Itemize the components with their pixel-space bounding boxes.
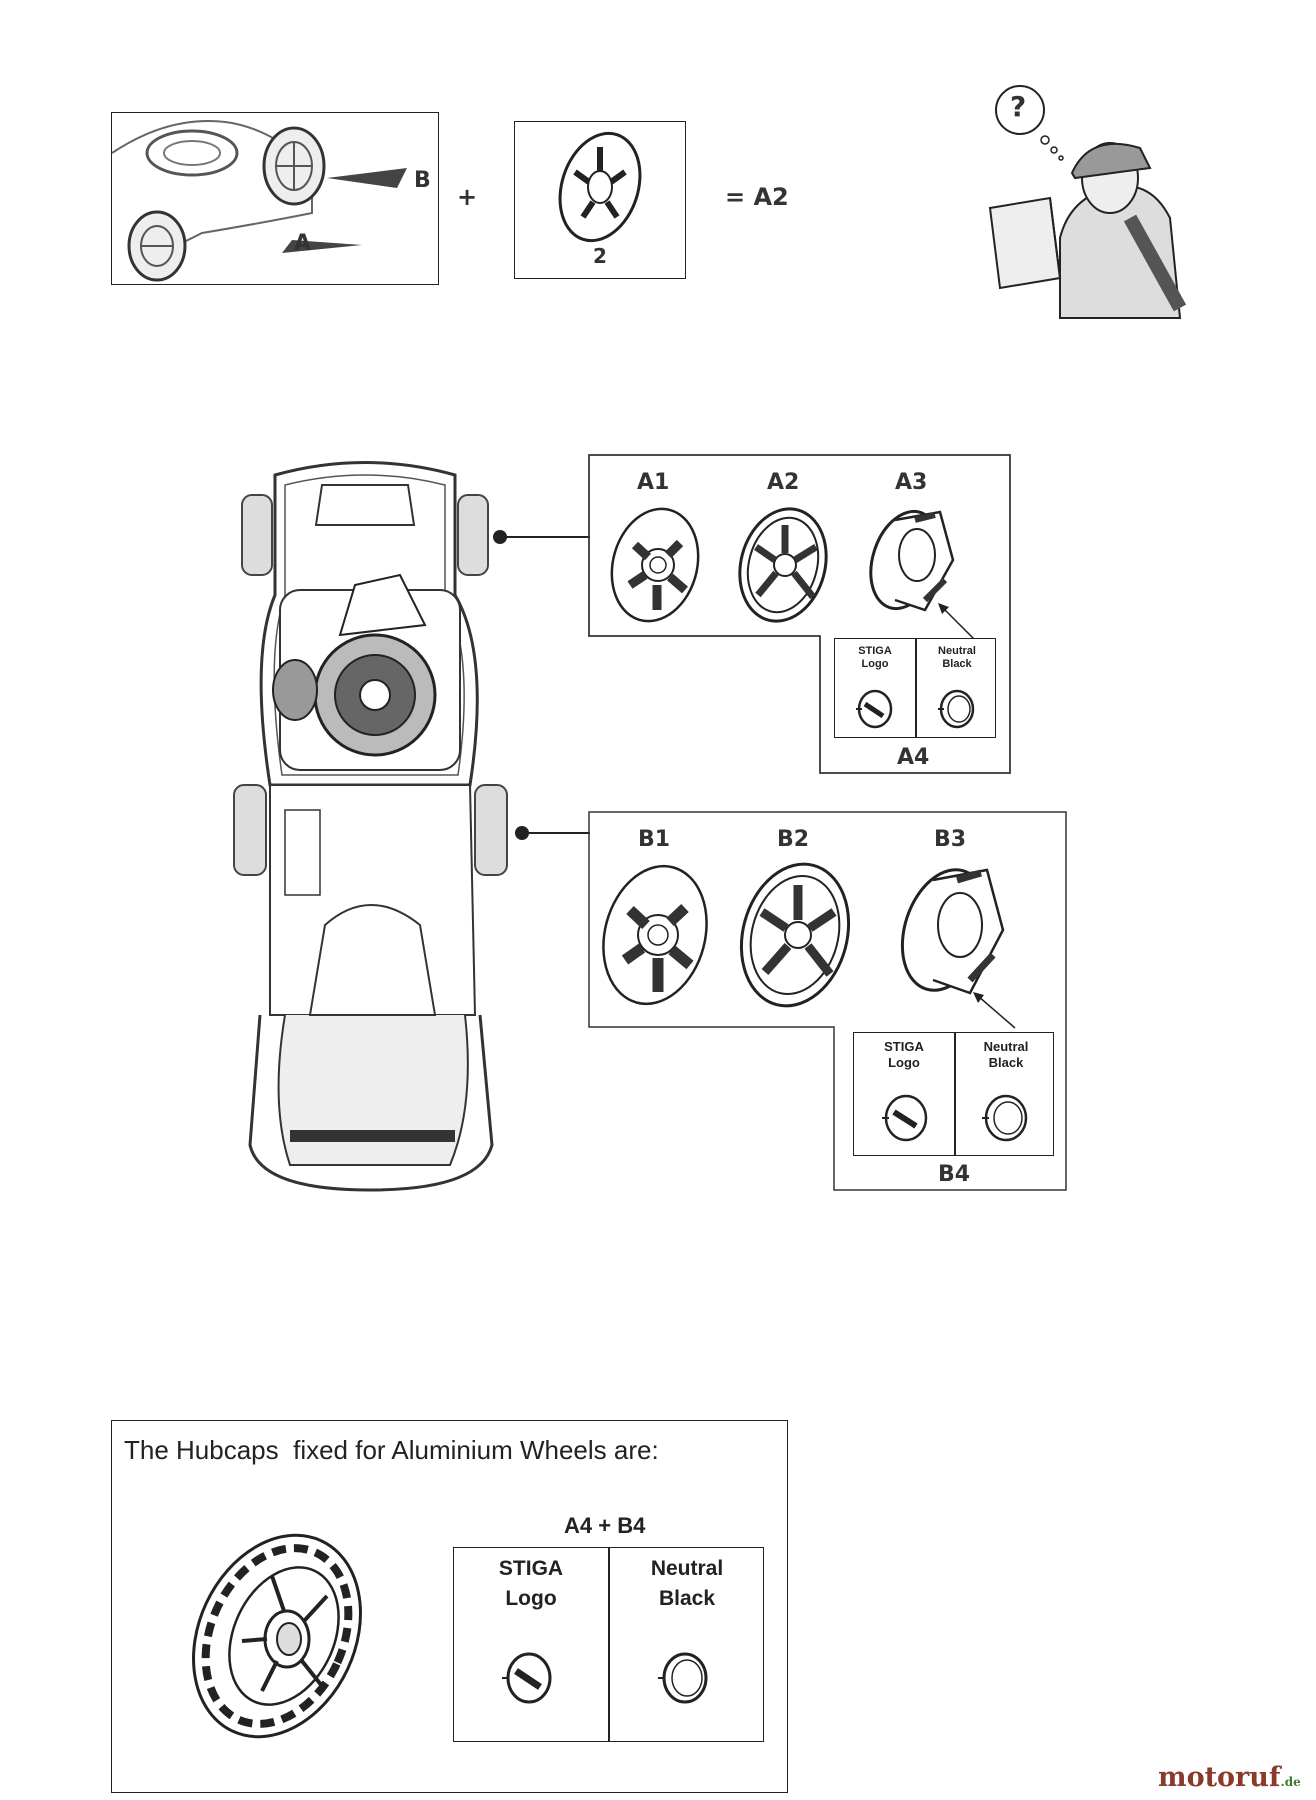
hubcap-b3 xyxy=(900,868,1005,995)
rear-wheel-b xyxy=(262,126,326,206)
mower-wheels-illustration xyxy=(111,120,407,282)
combo-label: A4 + B4 xyxy=(564,1513,646,1538)
aluminium-heading: The Hubcaps fixed for Aluminium Wheels a… xyxy=(124,1435,659,1465)
a4-stiga-logo-label: STIGA Logo xyxy=(858,645,892,670)
question-mark: ? xyxy=(1010,90,1027,123)
aluminium-insert-box: STIGA Logo Neutral Black xyxy=(453,1547,764,1742)
code-b1: B1 xyxy=(638,827,671,852)
hubcap-a1 xyxy=(610,507,700,623)
code-a4: A4 xyxy=(897,745,930,770)
a4-neutral-insert-icon xyxy=(938,689,975,729)
alu-neutral-insert-icon xyxy=(658,1652,708,1704)
motoruf-watermark: motoruf.de xyxy=(1158,1762,1301,1793)
label-a: A xyxy=(294,231,312,256)
b4-neutral-black-label: Neutral Black xyxy=(983,1039,1029,1070)
hubcap-b2 xyxy=(739,862,851,1008)
hubcap-b1 xyxy=(602,864,708,1006)
watermark-suffix: .de xyxy=(1280,1775,1301,1789)
b4-neutral-insert-icon xyxy=(982,1094,1028,1142)
b4-insert-box: STIGA Logo Neutral Black xyxy=(853,1032,1054,1156)
alu-stiga-insert-icon xyxy=(502,1652,552,1704)
hubcap-icon xyxy=(558,131,642,243)
front-wheel-a xyxy=(127,210,187,282)
watermark-brand: motoruf xyxy=(1158,1762,1281,1793)
code-b4: B4 xyxy=(938,1162,971,1187)
aluminium-wheel-illustration xyxy=(192,1533,362,1739)
b4-stiga-insert-icon xyxy=(882,1094,928,1142)
hubcap-qty: 2 xyxy=(593,244,607,268)
a4-insert-box: STIGA Logo Neutral Black xyxy=(834,638,996,738)
mower-top-view xyxy=(233,461,508,1192)
code-a1: A1 xyxy=(637,470,670,495)
a3-pointer-arrow xyxy=(938,603,976,641)
code-a2: A2 xyxy=(767,470,800,495)
equals-a2: = A2 xyxy=(725,183,789,211)
hubcap-a2 xyxy=(738,507,828,623)
a4-neutral-black-label: Neutral Black xyxy=(938,645,976,670)
code-b2: B2 xyxy=(777,827,810,852)
code-a3: A3 xyxy=(895,470,928,495)
a4-stiga-insert-icon xyxy=(856,689,893,729)
code-b3: B3 xyxy=(934,827,967,852)
b4-stiga-logo-label: STIGA Logo xyxy=(884,1039,924,1070)
reader-person-illustration xyxy=(988,85,1187,319)
alu-neutral-black-label: Neutral Black xyxy=(650,1557,724,1610)
plus-sign: + xyxy=(457,183,478,211)
b3-pointer-arrow xyxy=(973,992,1016,1029)
alu-stiga-logo-label: STIGA Logo xyxy=(498,1557,564,1610)
label-b: B xyxy=(414,168,431,193)
hubcap-a3 xyxy=(869,509,955,612)
hubcap-qty-panel: 2 xyxy=(514,121,686,279)
aluminium-wheels-box: The Hubcaps fixed for Aluminium Wheels a… xyxy=(111,1420,788,1793)
mower-wheels-panel: B A xyxy=(111,112,439,285)
